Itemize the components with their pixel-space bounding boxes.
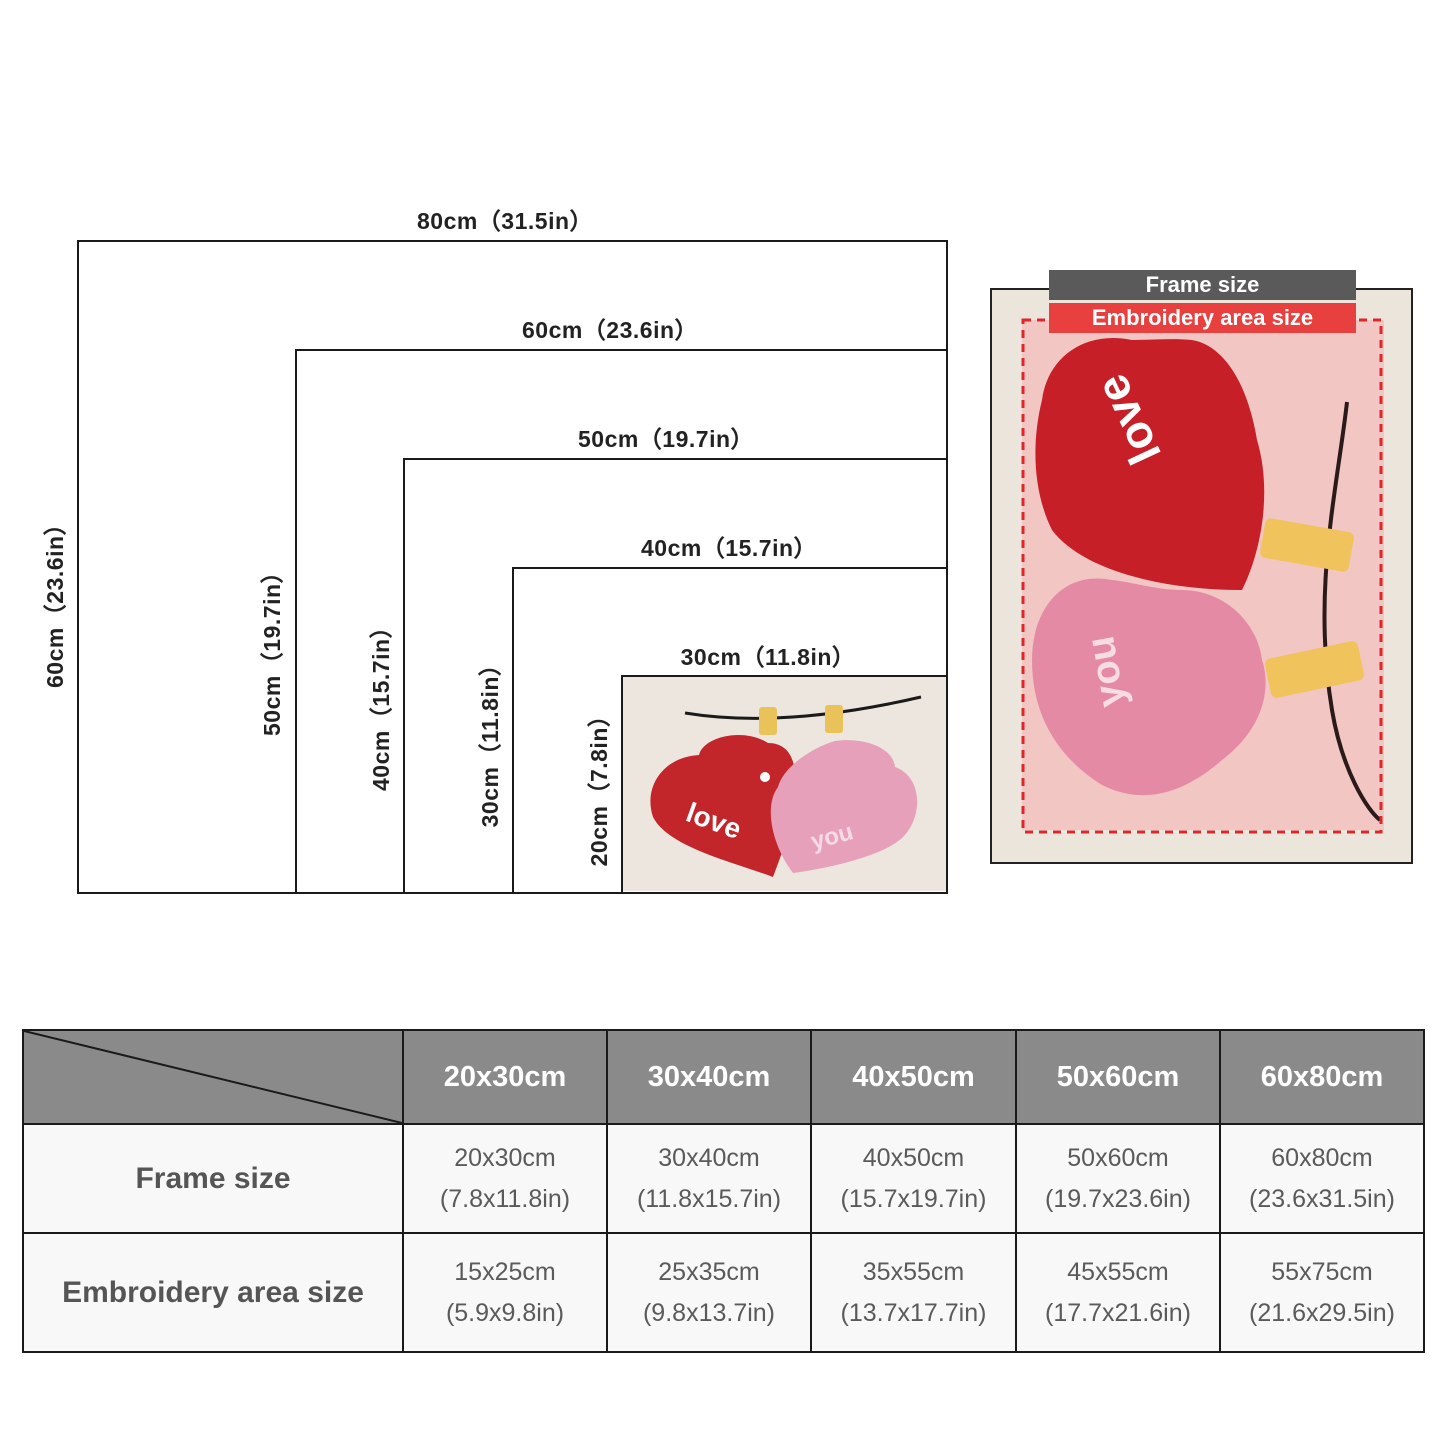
height-label-50cm: 50cm（19.7in） (259, 559, 285, 737)
height-label-30cm: 30cm（11.8in） (477, 652, 503, 828)
cell-cm: 45x55cm (1067, 1257, 1169, 1286)
table-header-row: 20x30cm 30x40cm 40x50cm 50x60cm 60x80cm (22, 1029, 1425, 1125)
size-spec-table: 20x30cm 30x40cm 40x50cm 50x60cm 60x80cm … (22, 1029, 1425, 1353)
table-cell: 55x75cm (21.6x29.5in) (1219, 1232, 1425, 1353)
cell-cm: 25x35cm (658, 1257, 760, 1286)
table-cell: 60x80cm (23.6x31.5in) (1219, 1123, 1425, 1234)
diagonal-divider (24, 1031, 402, 1123)
height-label-40cm: 40cm（15.7in） (368, 614, 394, 792)
column-header: 50x60cm (1015, 1029, 1221, 1125)
hearts-on-line-illustration: love you (650, 695, 922, 877)
cell-in: (11.8x15.7in) (636, 1184, 782, 1213)
table-cell: 30x40cm (11.8x15.7in) (606, 1123, 812, 1234)
cell-in: (7.8x11.8in) (439, 1184, 571, 1213)
table-cell: 35x55cm (13.7x17.7in) (810, 1232, 1017, 1353)
table-cell: 45x55cm (17.7x21.6in) (1015, 1232, 1221, 1353)
width-label-60cm: 60cm（23.6in） (521, 317, 699, 343)
table-cell: 50x60cm (19.7x23.6in) (1015, 1123, 1221, 1234)
cell-cm: 50x60cm (1067, 1143, 1169, 1172)
row-header-embroidery-area: Embroidery area size (22, 1232, 404, 1353)
cell-cm: 15x25cm (454, 1257, 556, 1286)
table-corner-cell (22, 1029, 404, 1125)
table-row: Frame size 20x30cm (7.8x11.8in) 30x40cm (1… (22, 1123, 1425, 1234)
width-label-80cm: 80cm（31.5in） (416, 208, 594, 234)
punch-needle-hearts-illustration: love you (1021, 318, 1384, 834)
cell-cm: 35x55cm (862, 1257, 965, 1286)
width-label-30cm: 30cm（11.8in） (680, 644, 856, 670)
small-artwork-image: love you (623, 677, 946, 891)
row-header-frame-size: Frame size (22, 1123, 404, 1234)
frame-size-banner: Frame size (1049, 270, 1356, 300)
cell-in: (9.8x13.7in) (642, 1298, 776, 1327)
height-label-20cm: 20cm（7.8in） (586, 703, 612, 867)
cell-in: (17.7x21.6in) (1045, 1298, 1191, 1327)
column-header: 40x50cm (810, 1029, 1017, 1125)
embroidery-area-banner: Embroidery area size (1049, 303, 1356, 333)
cell-in: (5.9x9.8in) (445, 1298, 565, 1327)
width-label-50cm: 50cm（19.7in） (577, 426, 755, 452)
table-cell: 25x35cm (9.8x13.7in) (606, 1232, 812, 1353)
cell-in: (21.6x29.5in) (1249, 1298, 1395, 1327)
cell-cm: 20x30cm (454, 1143, 556, 1172)
column-header: 30x40cm (606, 1029, 812, 1125)
cell-cm: 30x40cm (658, 1143, 760, 1172)
cell-in: (23.6x31.5in) (1249, 1184, 1395, 1213)
cell-cm: 55x75cm (1271, 1257, 1373, 1286)
table-row: Embroidery area size 15x25cm(5.9x9.8in) … (22, 1232, 1425, 1353)
table-cell: 40x50cm (15.7x19.7in) (810, 1123, 1017, 1234)
cell-in: (15.7x19.7in) (840, 1184, 987, 1213)
cell-cm: 60x80cm (1271, 1143, 1373, 1172)
column-header: 60x80cm (1219, 1029, 1425, 1125)
cell-cm: 40x50cm (862, 1143, 965, 1172)
table-cell: 20x30cm (7.8x11.8in) (402, 1123, 608, 1234)
size-frame-30x20 (621, 675, 948, 894)
cell-in: (13.7x17.7in) (840, 1298, 987, 1327)
width-label-40cm: 40cm（15.7in） (640, 535, 818, 561)
height-label-60cm: 60cm（23.6in） (42, 511, 68, 689)
cell-in: (19.7x23.6in) (1045, 1184, 1191, 1213)
product-photo: love you (990, 288, 1413, 864)
column-header: 20x30cm (402, 1029, 608, 1125)
table-cell: 15x25cm (5.9x9.8in) (402, 1232, 608, 1353)
